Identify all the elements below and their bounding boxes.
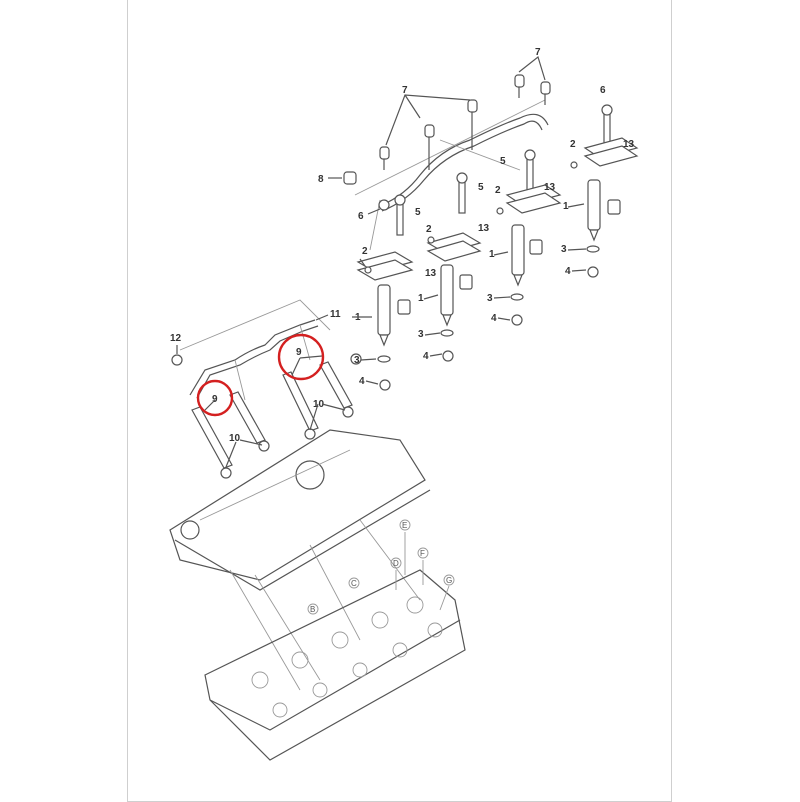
callout-labels: 7 7 6 8 6 5 5 5 2 2 2 2 13 13 13 13 1 1 …	[170, 47, 635, 468]
cylinder-head	[204, 532, 466, 761]
callout-12: 12	[170, 333, 182, 344]
callout-3: 3	[487, 293, 493, 304]
ref-letter-c: C	[351, 579, 357, 588]
callout-2: 2	[426, 224, 432, 235]
callout-10: 10	[229, 433, 241, 444]
lower-fuel-rail	[171, 299, 362, 401]
callout-5: 5	[478, 182, 484, 193]
callout-2: 2	[362, 246, 368, 257]
upper-fuel-rail	[354, 99, 549, 251]
callout-5: 5	[500, 156, 506, 167]
callout-2: 2	[570, 139, 576, 150]
highlight-circle-9	[196, 379, 234, 417]
valve-cover	[169, 429, 431, 691]
callout-1: 1	[563, 201, 569, 212]
callout-13: 13	[623, 139, 635, 150]
injector-stack	[426, 172, 482, 362]
callout-13: 13	[544, 182, 556, 193]
callout-3: 3	[561, 244, 567, 255]
callout-7: 7	[402, 85, 408, 96]
callout-1: 1	[489, 249, 495, 260]
injector-stack	[570, 104, 639, 278]
ref-letter-g: G	[446, 576, 452, 585]
injector-stack	[496, 149, 562, 326]
lower-injectors	[191, 361, 354, 479]
callout-2: 2	[495, 185, 501, 196]
part-6-fitting	[378, 199, 390, 211]
callout-6: 6	[600, 85, 606, 96]
callout-7: 7	[535, 47, 541, 58]
callout-6: 6	[358, 211, 364, 222]
callout-3: 3	[354, 355, 360, 366]
injector-stack	[356, 194, 414, 391]
callout-4: 4	[359, 376, 365, 387]
highlight-circle-9	[277, 333, 325, 381]
reference-letters: E F D G C B	[307, 519, 455, 615]
callout-11: 11	[330, 309, 341, 320]
ref-letter-f: F	[420, 549, 425, 558]
callout-9: 9	[296, 347, 302, 358]
part-8	[343, 171, 357, 185]
bolts-7	[379, 55, 551, 170]
callout-8: 8	[318, 174, 324, 185]
callout-5: 5	[415, 207, 421, 218]
callout-9: 9	[212, 394, 218, 405]
callout-3: 3	[418, 329, 424, 340]
callout-4: 4	[423, 351, 429, 362]
callout-13: 13	[478, 223, 490, 234]
callout-4: 4	[491, 313, 497, 324]
ref-letter-e: E	[402, 521, 407, 530]
callout-13: 13	[425, 268, 437, 279]
ref-letter-d: D	[393, 559, 399, 568]
callout-10: 10	[313, 399, 325, 410]
callout-1: 1	[418, 293, 424, 304]
ref-letter-b: B	[310, 605, 315, 614]
callout-4: 4	[565, 266, 571, 277]
